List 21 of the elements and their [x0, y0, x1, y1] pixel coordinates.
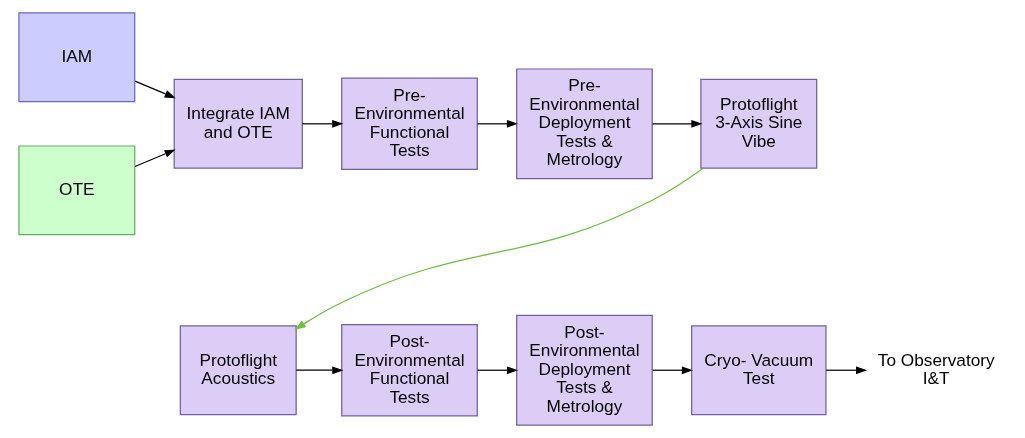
node-box: Integrate IAM and OTE — [173, 78, 303, 169]
arrow — [825, 366, 867, 375]
node-box: Protoflight Acoustics — [179, 325, 297, 416]
arrow — [476, 119, 518, 128]
node-box: IAM — [17, 12, 135, 103]
arrow — [301, 119, 343, 128]
node-box: OTE — [17, 145, 135, 236]
arrow — [133, 80, 176, 99]
node-box: Cryo- Vacuum Test — [690, 325, 827, 416]
node-box: Pre- Environmental Deployment Tests & Metrology — [515, 68, 653, 180]
node-text: To Observatory I&T — [877, 349, 995, 389]
arrow — [133, 149, 176, 168]
node-box: Protoflight 3-Axis Sine Vibe — [699, 78, 817, 169]
arrow — [476, 366, 518, 375]
node-box: Pre- Environmental Functional Tests — [340, 77, 478, 171]
arrow — [294, 167, 703, 330]
node-box: Post- Environmental Functional Tests — [340, 324, 478, 417]
arrow — [651, 119, 702, 128]
arrow — [295, 366, 343, 375]
arrow — [651, 366, 693, 375]
node-box: Post- Environmental Deployment Tests & Metrology — [515, 314, 653, 426]
